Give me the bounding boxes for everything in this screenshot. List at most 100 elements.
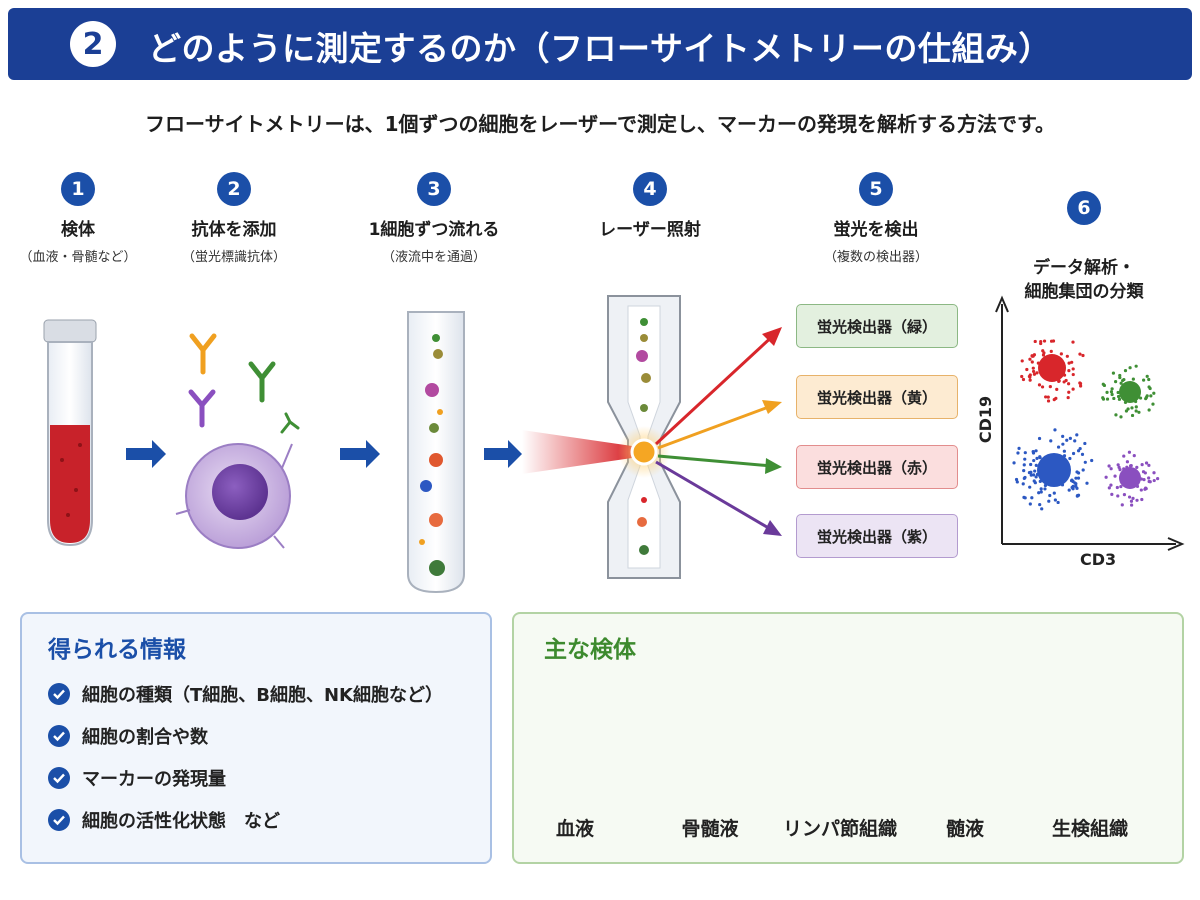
- cluster-point: [1143, 471, 1147, 475]
- step-4-number: 4: [633, 172, 667, 206]
- cluster-point: [1028, 375, 1032, 379]
- step-5-number: 5: [859, 172, 893, 206]
- cluster-point: [1078, 352, 1082, 356]
- cluster-point: [1147, 377, 1151, 382]
- cluster-point: [1030, 354, 1034, 358]
- cluster-point: [1064, 378, 1068, 383]
- intro-text: フローサイトメトリーは、1個ずつの細胞をレーザーで測定し、マーカーの発現を解析す…: [145, 112, 1055, 136]
- sample-label-csf: 髄液: [945, 818, 984, 840]
- cluster-point: [1075, 433, 1079, 437]
- cluster-point: [1052, 491, 1056, 495]
- cluster-point: [1028, 502, 1032, 506]
- cluster-point: [1075, 494, 1079, 498]
- cluster-point: [1038, 455, 1042, 459]
- cluster-point: [1119, 381, 1123, 385]
- cluster-point: [1030, 496, 1034, 500]
- cluster-point: [1104, 475, 1108, 479]
- scatter-plot: [995, 295, 1185, 551]
- cluster-point: [1122, 454, 1126, 458]
- cluster-point: [1042, 351, 1046, 355]
- cluster-point: [1134, 409, 1138, 413]
- cluster-point: [1043, 483, 1048, 488]
- cluster-point: [1118, 373, 1122, 378]
- cluster-point: [1143, 487, 1147, 491]
- cluster-point: [1061, 442, 1065, 446]
- cluster-point: [1070, 485, 1074, 490]
- antibody-icon: [188, 333, 300, 434]
- cluster-point: [1116, 494, 1120, 498]
- cluster-core: [1119, 467, 1141, 489]
- cluster-point: [1073, 481, 1077, 485]
- cluster-point: [1016, 451, 1020, 455]
- cluster-point: [1062, 373, 1067, 377]
- cluster-point: [1052, 398, 1056, 402]
- cluster-point: [1048, 385, 1052, 389]
- cluster-point: [1031, 451, 1036, 455]
- step-2: 2 抗体を添加 （蛍光標識抗体）: [144, 172, 324, 265]
- check-icon: [48, 725, 70, 747]
- cluster-point: [1012, 461, 1016, 465]
- cluster-point: [1044, 395, 1048, 399]
- cluster-point: [1062, 380, 1066, 384]
- cluster-point: [1147, 463, 1151, 467]
- cluster-point: [1116, 390, 1120, 395]
- cluster-point: [1067, 369, 1071, 373]
- cluster-point: [1140, 497, 1144, 502]
- cluster-core: [1038, 354, 1066, 382]
- detector-red: 蛍光検出器（赤）: [796, 445, 958, 489]
- cluster-point: [1071, 479, 1075, 484]
- info-panel: [20, 612, 492, 864]
- cluster-point: [1134, 364, 1138, 368]
- step-5-subtitle: （複数の検出器）: [823, 250, 928, 265]
- cluster-point: [1137, 410, 1141, 414]
- step-2-number: 2: [217, 172, 251, 206]
- cluster-point: [1046, 395, 1050, 399]
- cluster-point: [1115, 485, 1119, 490]
- cluster-point: [1034, 463, 1038, 468]
- cluster-point: [1071, 484, 1075, 488]
- sample-label-bone-marrow: 骨髄液: [681, 818, 739, 840]
- cluster-point: [1147, 408, 1151, 412]
- cluster-point: [1090, 458, 1094, 463]
- cluster-point: [1023, 496, 1027, 500]
- cluster-point: [1041, 353, 1046, 357]
- check-icon: [48, 809, 70, 831]
- step-4-title: レーザー照射: [599, 220, 701, 240]
- cluster-point: [1122, 493, 1127, 497]
- cluster-point: [1067, 488, 1071, 492]
- cluster-point: [1078, 381, 1082, 385]
- sample-tube-icon: [43, 319, 97, 547]
- cluster-point: [1046, 399, 1051, 403]
- cluster-point: [1038, 456, 1042, 460]
- page-title: どのように測定するのか（フローサイトメトリーの仕組み）: [148, 29, 1052, 68]
- info-item-text: 細胞の活性化状態 など: [82, 811, 280, 832]
- cluster-point: [1029, 473, 1033, 477]
- cluster-point: [1107, 464, 1111, 468]
- sample-label-lymph-node: リンパ節組織: [782, 818, 897, 840]
- cluster-point: [1134, 405, 1138, 409]
- cluster-point: [1067, 390, 1071, 394]
- cluster-point: [1105, 390, 1109, 394]
- cluster-point: [1144, 487, 1148, 491]
- detector-yellow: 蛍光検出器（黄）: [796, 375, 958, 419]
- cluster-point: [1033, 469, 1037, 473]
- cluster-point: [1068, 456, 1072, 461]
- cluster-point: [1037, 491, 1041, 495]
- cluster-point: [1039, 341, 1043, 346]
- cluster-point: [1027, 471, 1032, 475]
- cluster-point: [1138, 396, 1143, 400]
- cluster-point: [1071, 367, 1075, 371]
- cluster-point: [1152, 478, 1156, 483]
- cluster-point: [1126, 407, 1130, 411]
- cluster-core: [1037, 453, 1071, 487]
- cluster-point: [1123, 400, 1128, 405]
- cluster-point: [1039, 339, 1043, 344]
- cluster-point: [1031, 354, 1035, 358]
- cluster-point: [1033, 481, 1037, 485]
- cluster-point: [1074, 476, 1078, 480]
- samples-panel-title: 主な検体: [544, 637, 636, 663]
- step-5-title: 蛍光を検出: [833, 220, 919, 240]
- cluster-point: [1032, 473, 1036, 477]
- cluster-point: [1121, 378, 1125, 383]
- cluster-core: [1119, 381, 1141, 403]
